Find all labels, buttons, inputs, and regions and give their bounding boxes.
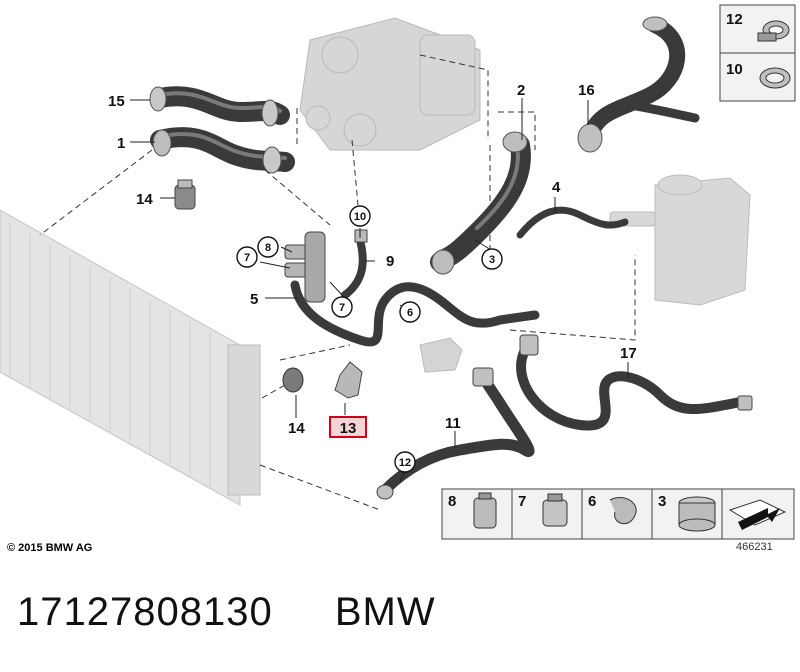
callout-12-circled: 12: [394, 451, 416, 473]
radiator: [0, 209, 261, 506]
svg-text:12: 12: [399, 457, 411, 469]
callout-5: 5: [250, 291, 258, 308]
hose-16: [577, 16, 700, 153]
hose-17: [516, 334, 753, 431]
callout-10-circled: 10: [349, 205, 371, 227]
hose-15: [149, 86, 290, 127]
callout-3-circled: 3: [481, 248, 503, 270]
callout-13-highlighted: 13: [329, 416, 367, 438]
diagram-number: 466231: [736, 541, 773, 553]
hose-4: [516, 206, 629, 239]
leader-lines: [130, 98, 629, 483]
legend-bottom-3: 3: [658, 493, 666, 510]
legend-top: 12 10: [719, 4, 796, 102]
bracket-13: [334, 361, 363, 399]
svg-text:3: 3: [489, 254, 495, 266]
spring-clip-icon: [609, 497, 637, 525]
svg-text:13: 13: [340, 420, 357, 437]
callout-6-circled: 6: [399, 301, 421, 323]
callout-2: 2: [517, 82, 525, 99]
callout-11: 11: [445, 415, 461, 432]
legend-bottom: 8 7 6 3: [441, 488, 795, 540]
copyright-notice: © 2015 BMW AG: [7, 542, 93, 554]
expansion-tank: [609, 174, 751, 306]
connector-8: [284, 231, 326, 303]
callout-7-circled-left: 7: [236, 246, 258, 268]
reference-lines: [39, 54, 636, 511]
hose-1: [150, 127, 295, 174]
svg-text:7: 7: [339, 302, 345, 314]
bush-14-upper: [174, 179, 196, 210]
part-number: 17127808130: [17, 590, 273, 634]
callout-9: 9: [386, 253, 394, 270]
hose-5: [290, 280, 540, 347]
callout-7-circled-right: 7: [331, 296, 353, 318]
callout-8-circled: 8: [257, 236, 279, 258]
hose-2: [430, 131, 531, 275]
svg-text:7: 7: [244, 252, 250, 264]
legend-bottom-6: 6: [588, 493, 596, 510]
parts-diagram: 15 1 14 2 16 9 5 4 14 11 17 10 8 7 7 6 3…: [0, 4, 796, 540]
callout-16: 16: [578, 82, 595, 99]
arrow-box-icon: [728, 499, 787, 530]
callout-1: 1: [117, 135, 125, 152]
clamp-icon: [757, 20, 790, 42]
svg-text:10: 10: [354, 211, 366, 223]
legend-top-10: 10: [726, 61, 743, 78]
svg-text:8: 8: [265, 242, 271, 254]
connector-icon: [473, 492, 497, 529]
svg-text:6: 6: [407, 307, 413, 319]
brand-name: BMW: [334, 590, 436, 634]
part-footer: 17127808130 BMW: [17, 590, 436, 635]
callout-4: 4: [552, 179, 561, 196]
egr-module: [299, 17, 481, 151]
hose-9: [341, 229, 368, 299]
quick-coupling-icon: [542, 493, 568, 527]
hose-clamp-icon: [678, 496, 716, 532]
legend-top-12: 12: [726, 11, 743, 28]
legend-bottom-8: 8: [448, 493, 456, 510]
bush-14-lower: [282, 367, 304, 393]
callout-14-upper: 14: [136, 191, 153, 208]
thermostat-housing: [419, 337, 463, 373]
legend-bottom-7: 7: [518, 493, 526, 510]
ring-clamp-icon: [759, 67, 791, 89]
callout-15: 15: [108, 93, 125, 110]
callout-14-lower: 14: [288, 420, 305, 437]
hose-11: [376, 367, 535, 500]
callout-17: 17: [620, 345, 637, 362]
